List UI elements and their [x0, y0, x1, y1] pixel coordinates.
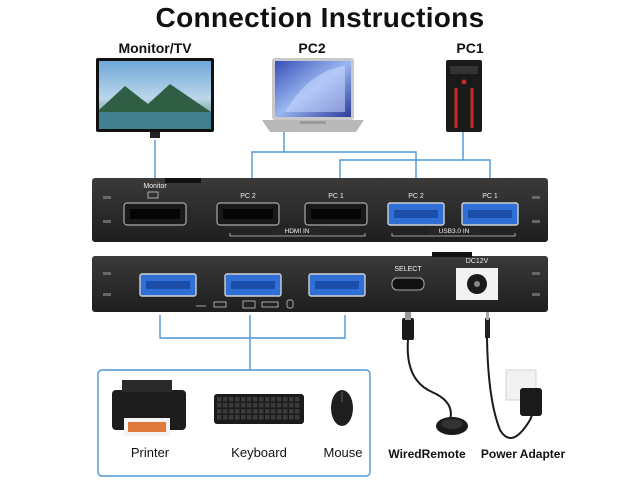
bottom-wires — [159, 315, 346, 370]
keyboard-key — [265, 397, 270, 402]
printer-label: Printer — [130, 445, 170, 460]
printer-icon — [112, 380, 186, 436]
keyboard-key — [271, 415, 276, 420]
keyboard-key — [229, 397, 234, 402]
usb-in-label: USB3.0 IN — [428, 228, 480, 235]
select-label: SELECT — [394, 266, 422, 273]
hdmi-in-label: HDMI IN — [272, 228, 322, 235]
port-label-monitor: Monitor — [143, 183, 167, 190]
keyboard-key — [295, 409, 300, 414]
keyboard-key — [265, 403, 270, 408]
keyboard-key — [265, 409, 270, 414]
keyboard-key — [277, 409, 282, 414]
keyboard-key — [253, 403, 258, 408]
keyboard-key — [259, 415, 264, 420]
keyboard-key — [247, 415, 252, 420]
top-wires — [154, 132, 491, 185]
keyboard-key — [229, 415, 234, 420]
keyboard-key — [295, 415, 300, 420]
mouse-label: Mouse — [323, 445, 363, 460]
keyboard-key — [289, 403, 294, 408]
tower-pc-icon — [446, 60, 482, 132]
keyboard-key — [223, 403, 228, 408]
keyboard-key — [295, 397, 300, 402]
keyboard-key — [229, 403, 234, 408]
keyboard-key — [223, 409, 228, 414]
power-adapter-label: Power Adapter — [480, 447, 566, 461]
keyboard-label: Keyboard — [231, 445, 287, 460]
port-label-usb-pc2: PC 2 — [408, 193, 424, 200]
keyboard-key — [217, 415, 222, 420]
keyboard-key — [247, 403, 252, 408]
keyboard-key — [247, 397, 252, 402]
dc-label: DC12V — [465, 258, 489, 265]
keyboard-key — [235, 397, 240, 402]
wired-remote-label: WiredRemote — [388, 447, 466, 461]
keyboard-key — [289, 415, 294, 420]
keyboard-key — [235, 409, 240, 414]
kvm-back-panel — [92, 252, 548, 312]
peripheral-frame — [97, 369, 371, 477]
keyboard-key — [241, 403, 246, 408]
keyboard-key — [277, 397, 282, 402]
keyboard-key — [235, 415, 240, 420]
keyboard-key — [235, 403, 240, 408]
port-label-usb-pc1: PC 1 — [482, 193, 498, 200]
power-adapter-icon — [485, 312, 542, 439]
keyboard-icon — [214, 394, 304, 424]
keyboard-key — [283, 409, 288, 414]
keyboard-key — [217, 403, 222, 408]
kvm-front-panel — [92, 178, 548, 242]
keyboard-key — [283, 403, 288, 408]
keyboard-key — [253, 415, 258, 420]
port-label-hdmi-pc1: PC 1 — [328, 193, 344, 200]
keyboard-key — [283, 397, 288, 402]
keyboard-key — [283, 415, 288, 420]
keyboard-key — [271, 409, 276, 414]
keyboard-key — [241, 415, 246, 420]
keyboard-key — [253, 409, 258, 414]
port-label-hdmi-pc2: PC 2 — [240, 193, 256, 200]
keyboard-key — [289, 397, 294, 402]
pc1-label: PC1 — [456, 40, 484, 56]
keyboard-key — [259, 397, 264, 402]
keyboard-key — [229, 409, 234, 414]
keyboard-key — [277, 415, 282, 420]
monitor-label: Monitor/TV — [118, 40, 192, 56]
pc2-label: PC2 — [298, 40, 326, 56]
keyboard-key — [289, 409, 294, 414]
keyboard-key — [277, 403, 282, 408]
keyboard-key — [265, 415, 270, 420]
keyboard-key — [217, 409, 222, 414]
keyboard-key — [259, 409, 264, 414]
laptop-icon — [262, 58, 364, 132]
keyboard-key — [253, 397, 258, 402]
mouse-icon — [331, 390, 353, 426]
keyboard-key — [271, 403, 276, 408]
keyboard-key — [247, 409, 252, 414]
keyboard-key — [223, 415, 228, 420]
keyboard-key — [271, 397, 276, 402]
keyboard-key — [241, 397, 246, 402]
keyboard-key — [241, 409, 246, 414]
page-title: Connection Instructions — [155, 2, 485, 33]
keyboard-key — [217, 397, 222, 402]
keyboard-key — [295, 403, 300, 408]
monitor-icon — [96, 58, 214, 138]
keyboard-key — [223, 397, 228, 402]
keyboard-key — [259, 403, 264, 408]
wired-remote-icon — [402, 312, 468, 435]
